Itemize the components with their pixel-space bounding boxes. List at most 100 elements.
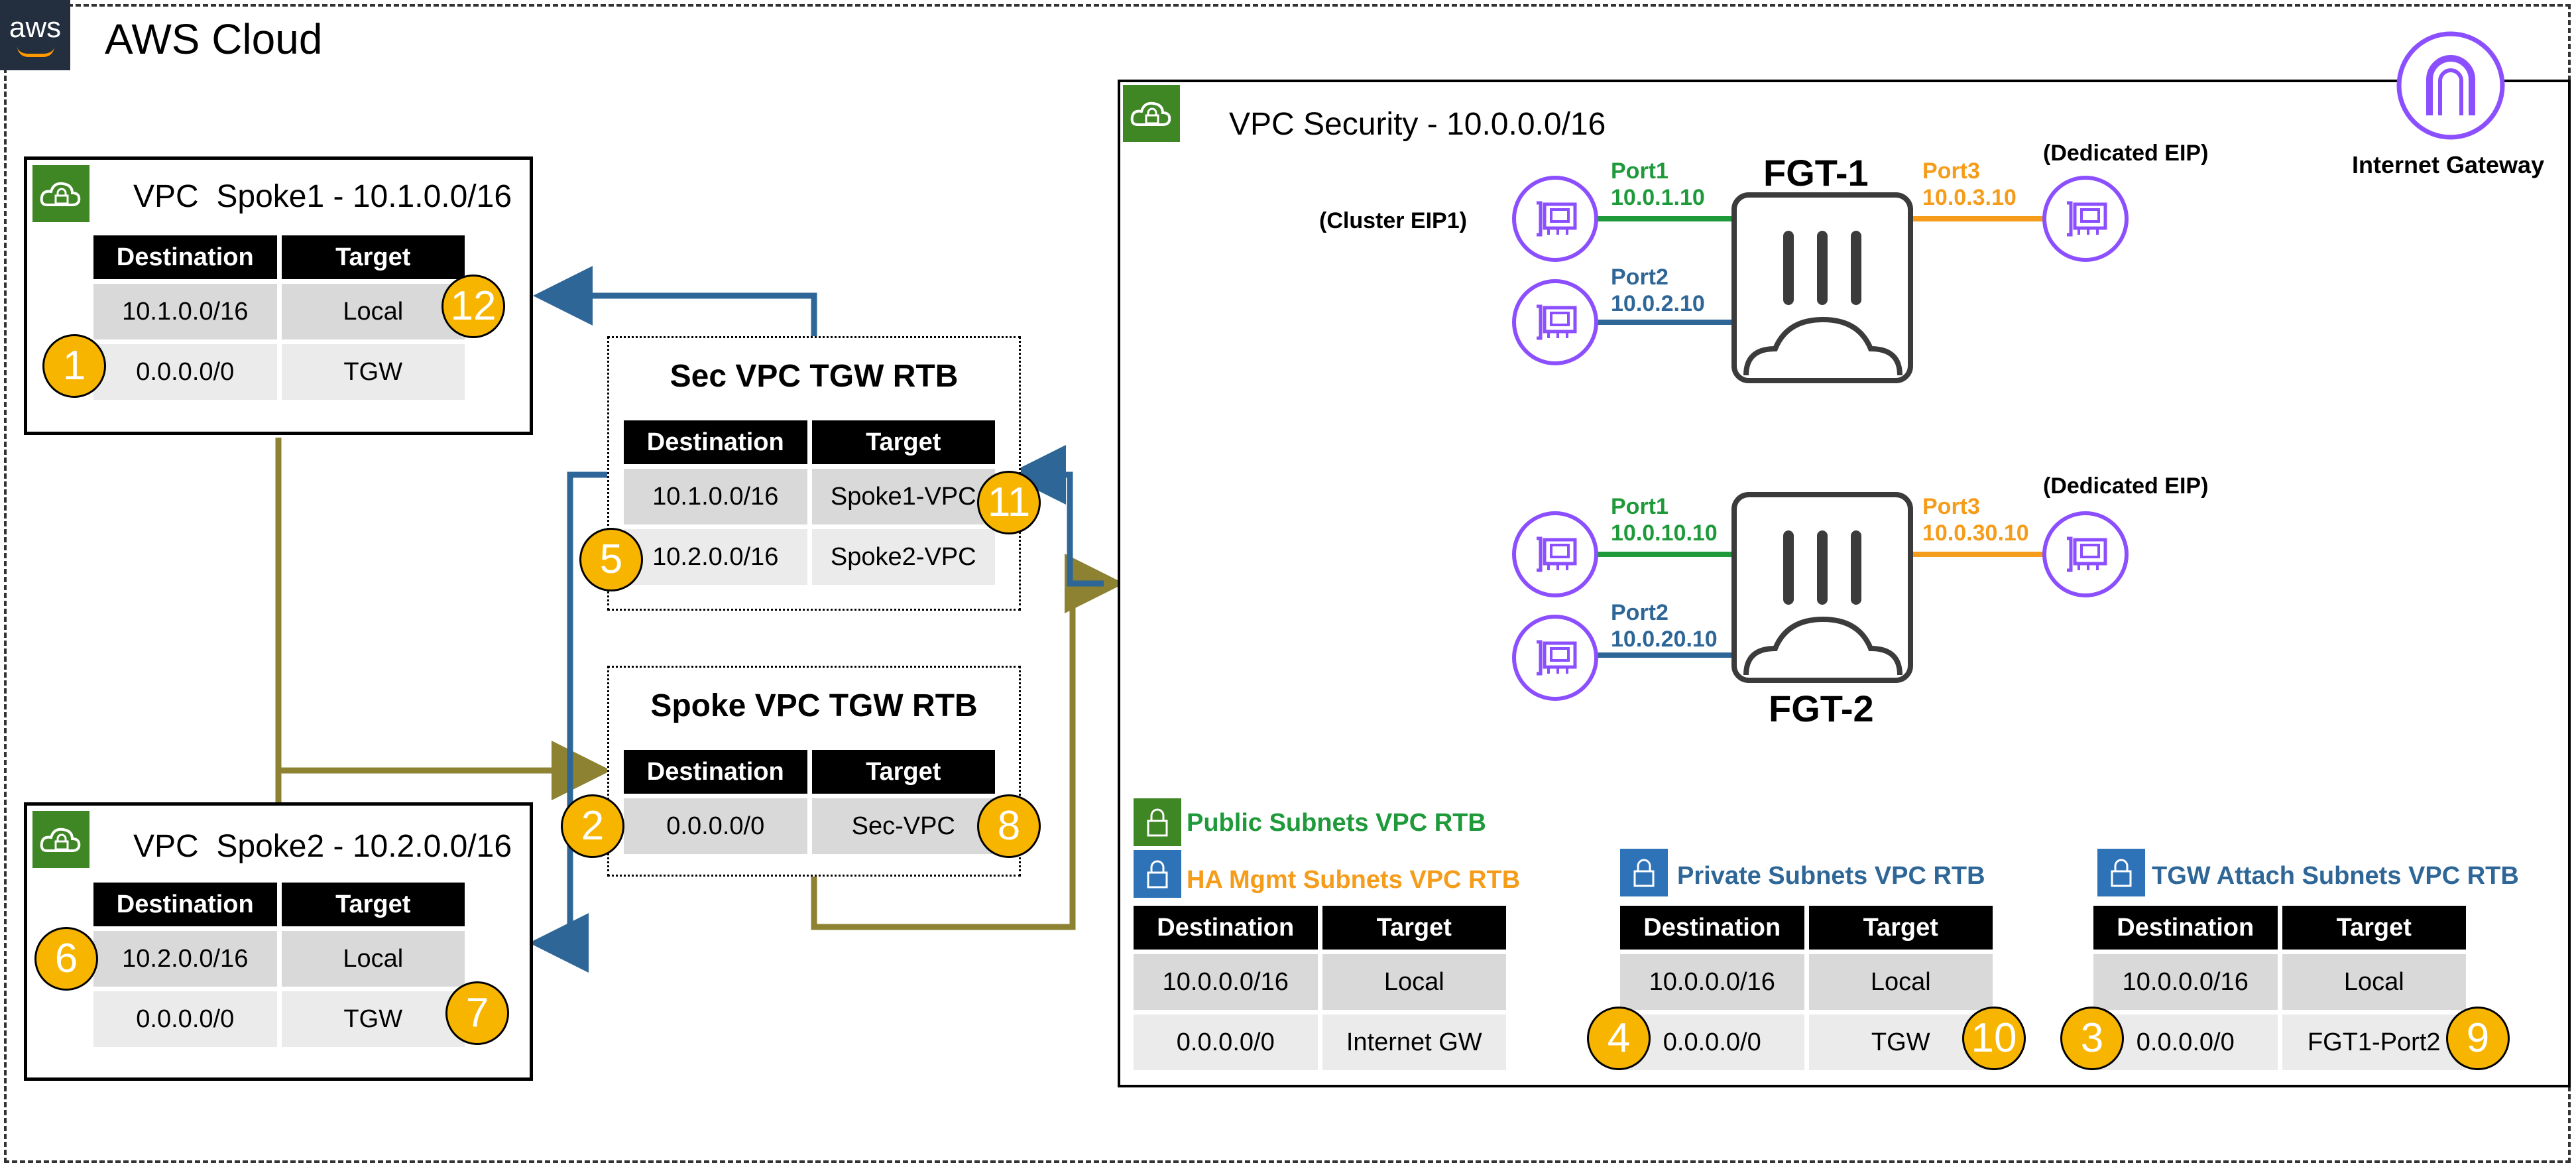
private-subnet-lock-icon <box>1620 849 1668 896</box>
fgt2-port2-labels: Port2 10.0.20.10 <box>1611 599 1718 652</box>
step-badge-10: 10 <box>1962 1007 2026 1070</box>
fgt2-port1-labels: Port1 10.0.10.10 <box>1611 493 1718 546</box>
eni-network-interface-icon <box>1512 511 1598 597</box>
eni-network-interface-icon <box>1512 176 1598 262</box>
table-cell: 10.1.0.0/16 <box>93 284 277 339</box>
tgw-attach-rtb-title: TGW Attach Subnets VPC RTB <box>2152 862 2519 890</box>
eni-network-interface-icon <box>1512 615 1598 701</box>
fgt1-port1-name: Port1 <box>1611 158 1669 184</box>
cloud-title: AWS Cloud <box>105 15 323 63</box>
table-cell: 0.0.0.0/0 <box>93 344 277 400</box>
fgt2-dedicated-eip-label: (Dedicated EIP) <box>2043 473 2209 499</box>
vpc-cloud-lock-icon <box>32 165 89 222</box>
table-header-destination: Destination <box>2093 906 2278 950</box>
vpc-spoke1-box: VPC Spoke1 - 10.1.0.0/16 Destination Tar… <box>24 156 533 435</box>
fgt2-port1-name: Port1 <box>1611 494 1669 519</box>
fgt1-port1-ip: 10.0.1.10 <box>1611 185 1705 210</box>
table-header-destination: Destination <box>624 750 807 794</box>
table-cell: Local <box>1322 954 1506 1010</box>
fgt1-port1-labels: Port1 10.0.1.10 <box>1611 158 1705 211</box>
fortigate-fgt2-icon <box>1731 492 1913 683</box>
step-badge-2: 2 <box>561 794 624 858</box>
cluster-eip1-label: (Cluster EIP1) <box>1319 208 1467 233</box>
table-cell: 0.0.0.0/0 <box>93 991 277 1047</box>
fgt2-port2-name: Port2 <box>1611 600 1669 625</box>
ha-mgmt-rtb-title: HA Mgmt Subnets VPC RTB <box>1187 866 1521 894</box>
table-cell: 10.0.0.0/16 <box>1134 954 1318 1010</box>
aws-logo-smile <box>17 46 54 57</box>
table-header-target: Target <box>1808 906 1993 950</box>
step-badge-3: 3 <box>2060 1007 2124 1070</box>
table-cell: Sec-VPC <box>811 798 995 854</box>
fgt1-port3-ip: 10.0.3.10 <box>1922 185 2017 210</box>
fgt2-port3-labels: Port3 10.0.30.10 <box>1922 493 2029 546</box>
private-rtb-route-table: Destination Target 10.0.0.0/16 Local 0.0… <box>1620 906 1993 1070</box>
aws-logo: aws <box>0 0 70 70</box>
sec-vpc-tgw-rtb-box: Sec VPC TGW RTB Destination Target 10.1.… <box>607 336 1021 611</box>
step-badge-5: 5 <box>579 528 643 591</box>
vpc-security-title: VPC Security - 10.0.0.0/16 <box>1229 107 1606 142</box>
table-cell: 10.2.0.0/16 <box>624 529 807 585</box>
fgt2-port3-name: Port3 <box>1922 494 1980 519</box>
ha-mgmt-subnet-lock-icon <box>1134 850 1181 898</box>
fgt2-port1-ip: 10.0.10.10 <box>1611 521 1718 546</box>
table-cell: TGW <box>281 991 465 1047</box>
route-line-sec-rtb-to-spoke2 <box>529 471 609 973</box>
table-header-target: Target <box>811 750 995 794</box>
fgt2-label: FGT-2 <box>1769 688 1874 729</box>
table-cell: TGW <box>1808 1014 1993 1070</box>
table-header-destination: Destination <box>93 883 277 926</box>
vpc-cloud-lock-icon <box>1123 85 1180 142</box>
tgw-attach-subnet-lock-icon <box>2097 849 2145 896</box>
fgt1-dedicated-eip-label: (Dedicated EIP) <box>2043 141 2209 166</box>
table-header-target: Target <box>811 420 995 464</box>
fortigate-fgt1-icon <box>1731 192 1913 383</box>
route-line-security-to-sec-rtb <box>1006 445 1104 587</box>
fgt1-port2-ip: 10.0.2.10 <box>1611 291 1705 316</box>
fgt1-label: FGT-1 <box>1763 152 1869 194</box>
spoke1-route-table: Destination Target 10.1.0.0/16 Local 0.0… <box>93 235 465 400</box>
table-header-destination: Destination <box>93 235 277 279</box>
table-cell: Local <box>1808 954 1993 1010</box>
table-cell: Internet GW <box>1322 1014 1506 1070</box>
vpc-cloud-lock-icon <box>32 811 89 868</box>
eni-network-interface-icon <box>2042 511 2129 597</box>
public-rtb-route-table: Destination Target 10.0.0.0/16 Local 0.0… <box>1134 906 1506 1070</box>
table-cell: Local <box>281 931 465 987</box>
internet-gateway-icon <box>2396 31 2505 140</box>
table-cell: 0.0.0.0/0 <box>624 798 807 854</box>
fgt2-port3-ip: 10.0.30.10 <box>1922 521 2029 546</box>
tgw-attach-rtb-route-table: Destination Target 10.0.0.0/16 Local 0.0… <box>2093 906 2466 1070</box>
step-badge-6: 6 <box>34 927 98 991</box>
table-header-destination: Destination <box>624 420 807 464</box>
table-header-destination: Destination <box>1620 906 1804 950</box>
vpc-spoke1-title: VPC Spoke1 - 10.1.0.0/16 <box>133 179 512 214</box>
table-cell: FGT1-Port2 <box>2282 1014 2466 1070</box>
fgt2-port2-ip: 10.0.20.10 <box>1611 627 1718 652</box>
table-header-target: Target <box>281 235 465 279</box>
table-header-target: Target <box>281 883 465 926</box>
eni-network-interface-icon <box>1512 279 1598 365</box>
spoke-rtb-route-table: Destination Target 0.0.0.0/0 Sec-VPC <box>624 750 995 854</box>
table-header-target: Target <box>2282 906 2466 950</box>
table-cell: 10.2.0.0/16 <box>93 931 277 987</box>
step-badge-11: 11 <box>977 471 1041 534</box>
fgt1-port3-name: Port3 <box>1922 158 1980 184</box>
public-subnet-lock-icon <box>1134 798 1181 846</box>
sec-rtb-title: Sec VPC TGW RTB <box>670 359 959 394</box>
step-badge-9: 9 <box>2446 1007 2510 1070</box>
fgt1-port2-labels: Port2 10.0.2.10 <box>1611 264 1705 317</box>
table-cell: 0.0.0.0/0 <box>1620 1014 1804 1070</box>
sec-rtb-route-table: Destination Target 10.1.0.0/16 Spoke1-VP… <box>624 420 995 585</box>
spoke2-route-table: Destination Target 10.2.0.0/16 Local 0.0… <box>93 883 465 1047</box>
spoke-rtb-title: Spoke VPC TGW RTB <box>650 688 978 723</box>
table-header-destination: Destination <box>1134 906 1318 950</box>
internet-gateway-label: Internet Gateway <box>2352 151 2545 178</box>
fgt1-port3-labels: Port3 10.0.3.10 <box>1922 158 2017 211</box>
step-badge-1: 1 <box>42 334 106 398</box>
table-cell: 0.0.0.0/0 <box>2093 1014 2278 1070</box>
table-cell: Spoke1-VPC <box>811 469 995 524</box>
fgt1-port2-name: Port2 <box>1611 265 1669 290</box>
